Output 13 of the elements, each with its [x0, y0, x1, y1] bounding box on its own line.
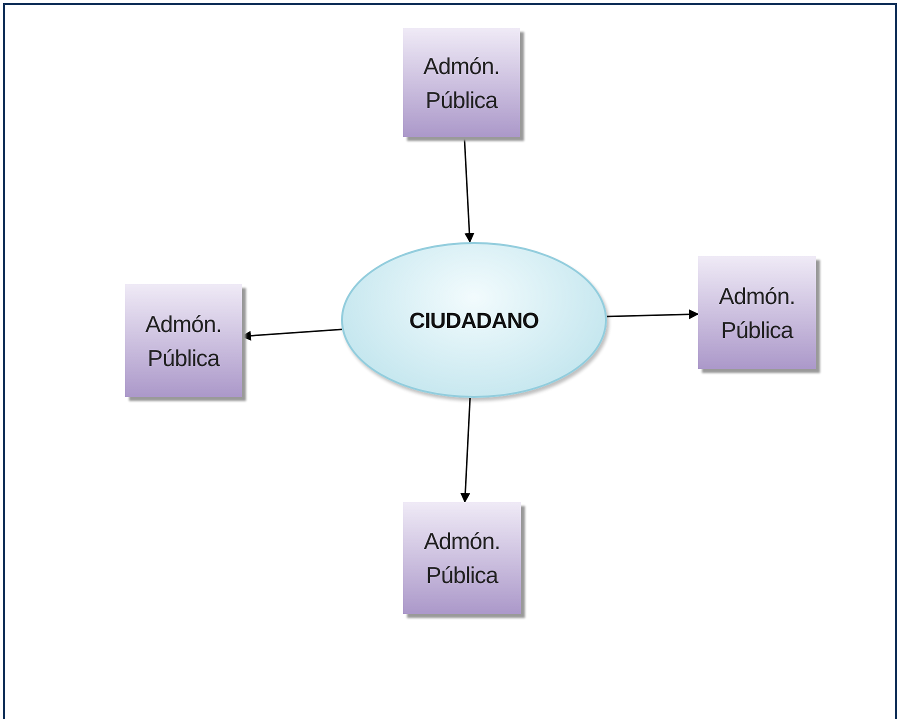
node-label: Admón. Pública: [718, 282, 796, 344]
process-box: [403, 28, 520, 137]
node-label: Admón. Pública: [422, 527, 502, 590]
arrow: [464, 136, 474, 244]
arrow: [241, 328, 342, 341]
arrow: [606, 309, 699, 320]
node-label: Admón. Pública: [422, 52, 501, 114]
arrow: [460, 398, 471, 503]
process-box: [125, 284, 242, 397]
process-box: [698, 256, 816, 369]
node-label: CIUDADANO: [409, 306, 539, 334]
node-label: Admón. Pública: [144, 310, 223, 372]
process-box: [403, 502, 521, 614]
